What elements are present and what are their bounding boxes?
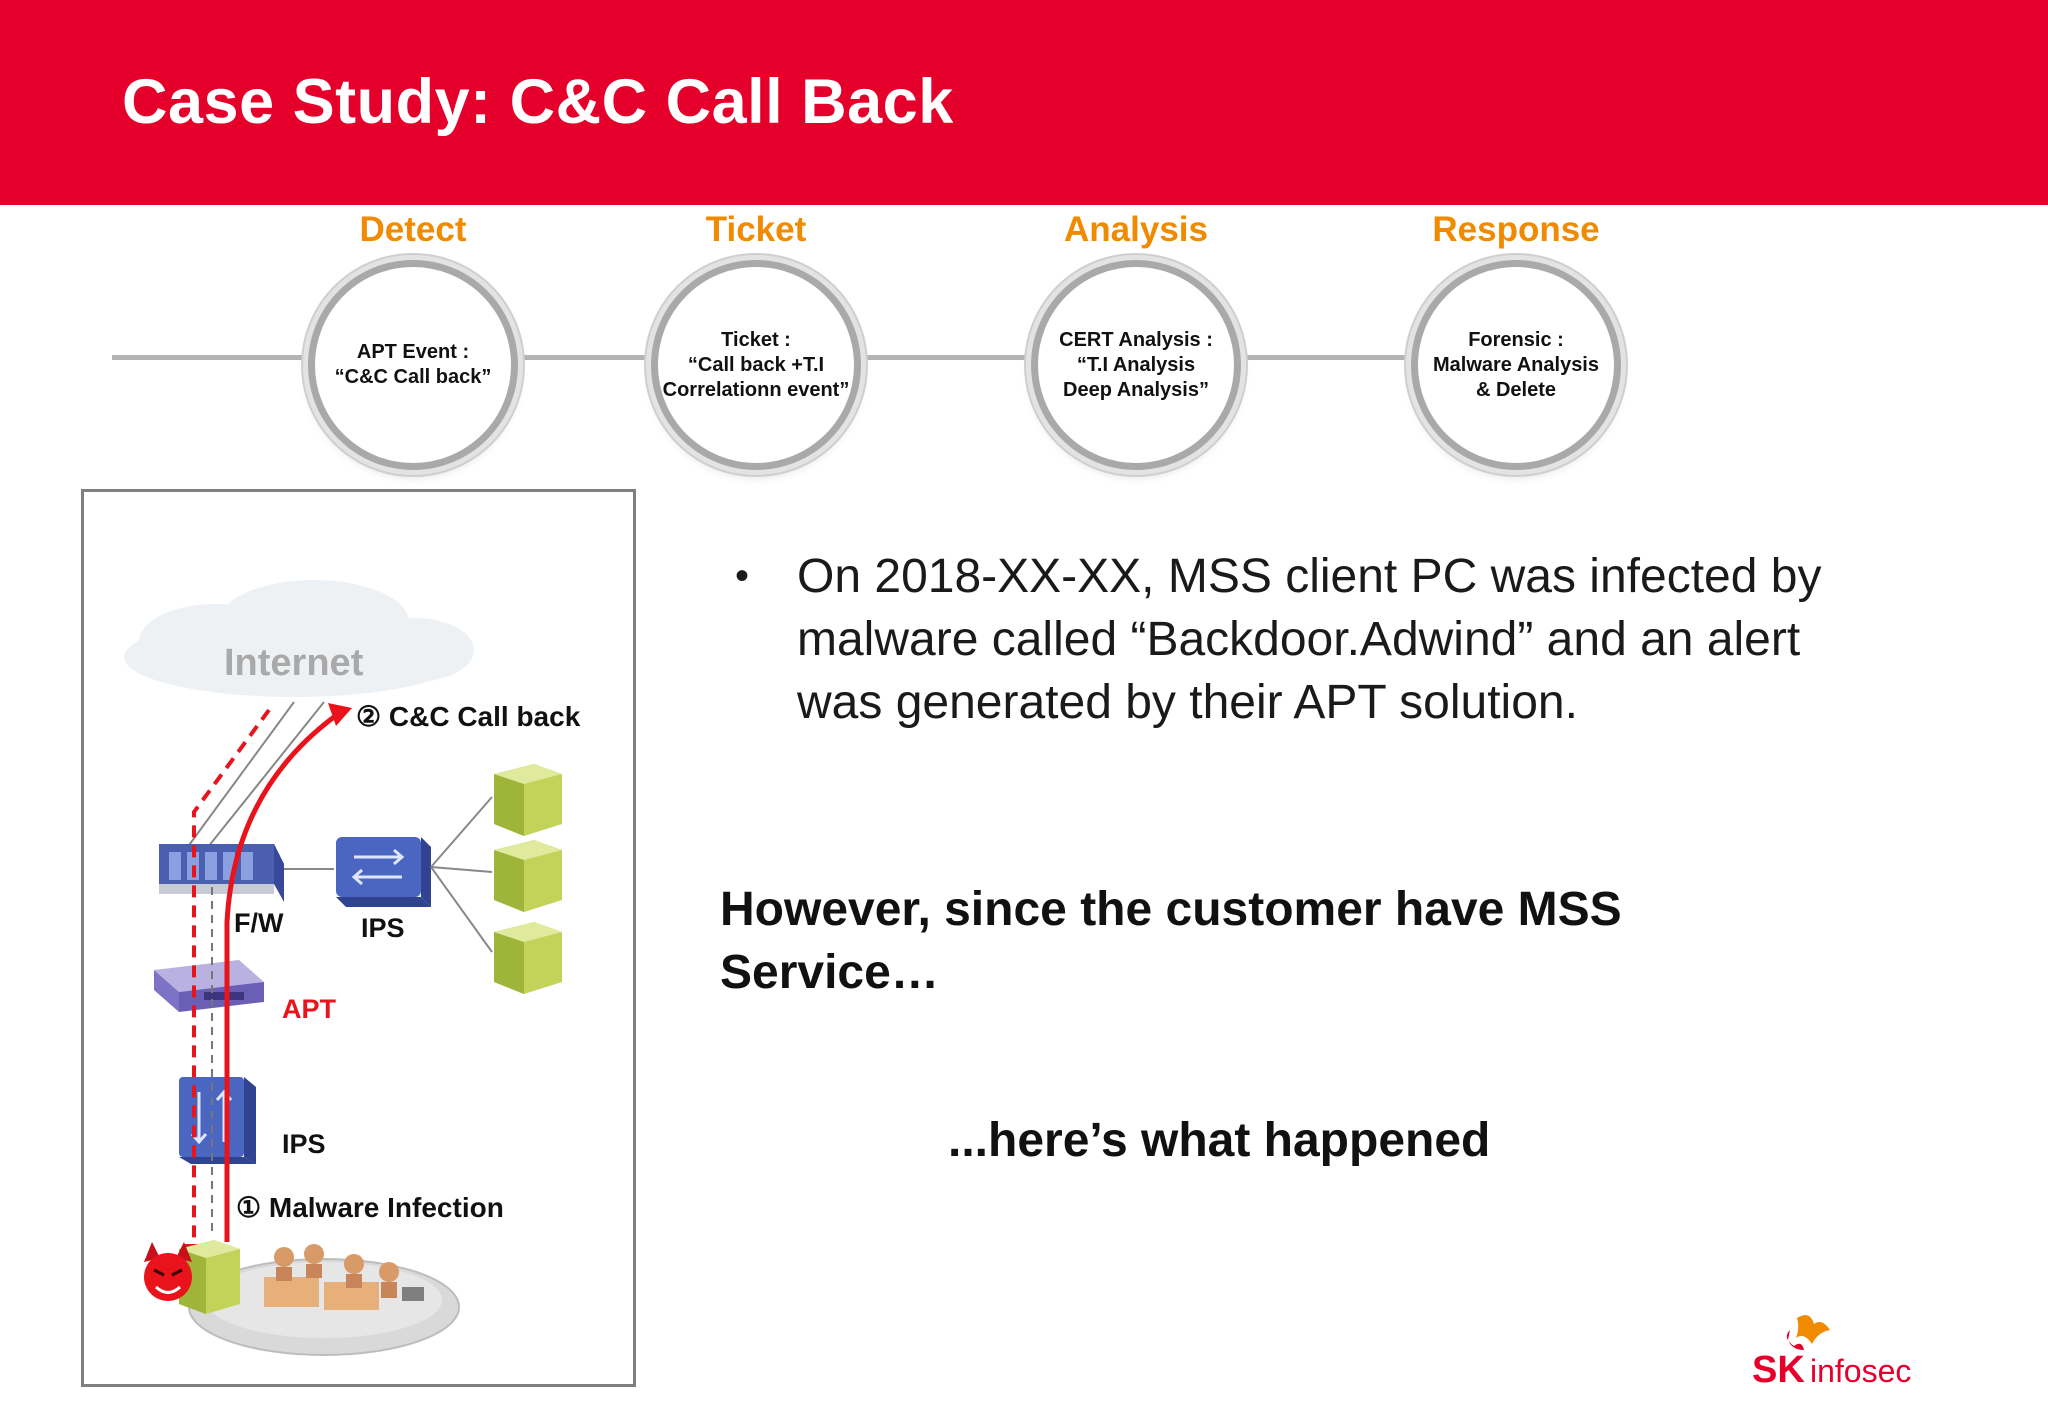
stage-text-response: Forensic : Malware Analysis & Delete — [1432, 328, 1599, 401]
stage-label-ticket: Ticket — [705, 210, 807, 249]
stage-text-analysis: CERT Analysis : “T.I Analysis Deep Analy… — [1059, 328, 1213, 401]
apt-appliance-icon — [154, 960, 264, 1012]
stage-circle-analysis: CERT Analysis : “T.I Analysis Deep Analy… — [1031, 260, 1241, 470]
service-note: However, since the customer have MSS Ser… — [720, 883, 1622, 999]
closing-text: ...here’s what happened — [948, 1114, 1491, 1167]
ips-bottom-label: IPS — [282, 1129, 326, 1159]
butterfly-red — [1786, 1330, 1804, 1350]
stage-text-detect: APT Event : “C&C Call back” — [334, 341, 492, 388]
fw-label: F/W — [234, 908, 284, 938]
logo-product: infosec — [1810, 1353, 1911, 1386]
server-icon — [494, 764, 562, 836]
bullet-dot: • — [735, 554, 750, 598]
stage-circle-ticket: Ticket : “Call back +T.I Correlationn ev… — [651, 260, 861, 470]
network-diagram-svg: Internet F/W IPS — [124, 580, 581, 1356]
office-workers-icon — [264, 1244, 424, 1310]
cable-line — [430, 796, 493, 868]
arrowhead-up-icon — [328, 703, 352, 726]
sk-infosec-logo: SK infosec — [1752, 1310, 1932, 1391]
infection-path-arrow — [192, 708, 271, 1247]
stage-circle-response: Forensic : Malware Analysis & Delete — [1411, 260, 1621, 470]
stage-label-analysis: Analysis — [1064, 210, 1208, 249]
stage-circle-detect: APT Event : “C&C Call back” — [308, 260, 518, 470]
network-diagram: Internet F/W IPS — [81, 489, 636, 1387]
ips-switch-icon — [336, 837, 431, 907]
cable-line — [203, 701, 325, 853]
bullet-text: On 2018-XX-XX, MSS client PC was infecte… — [797, 550, 1822, 729]
server-icon — [494, 922, 562, 994]
internet-cloud-icon — [124, 580, 474, 697]
ips-right-label: IPS — [361, 913, 405, 943]
server-icon — [494, 840, 562, 912]
stage-label-detect: Detect — [359, 210, 467, 249]
callback-path-arrow — [224, 715, 336, 1242]
ips-sensor-icon — [179, 1077, 256, 1164]
cable-line — [430, 866, 493, 953]
stage-text-ticket: Ticket : “Call back +T.I Correlationn ev… — [662, 328, 850, 401]
infection-label: ① Malware Infection — [236, 1192, 504, 1223]
cable-line — [430, 866, 493, 873]
apt-label: APT — [282, 994, 337, 1024]
header-bar — [0, 0, 2048, 205]
cable-line — [183, 701, 295, 853]
firewall-icon — [159, 844, 284, 902]
malware-devil-icon — [144, 1242, 192, 1301]
page-title: Case Study: C&C Call Back — [122, 67, 954, 137]
butterfly-orange — [1796, 1315, 1830, 1344]
sk-logo-icon: SK infosec — [1752, 1315, 1911, 1391]
internet-label: Internet — [224, 642, 364, 684]
logo-brand: SK — [1752, 1349, 1805, 1386]
stage-label-response: Response — [1432, 210, 1600, 249]
callback-label: ② C&C Call back — [356, 701, 581, 732]
